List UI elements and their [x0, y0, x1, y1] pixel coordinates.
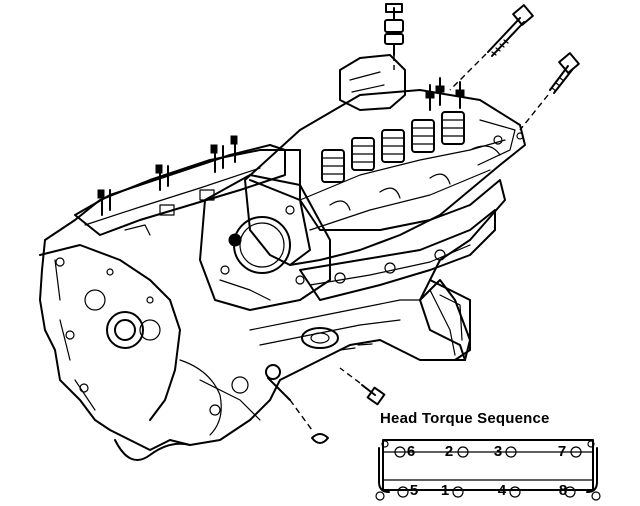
- torque-step-6: 6: [406, 443, 416, 460]
- head-bolt-2: [519, 52, 580, 131]
- head-gasket: [199, 174, 331, 311]
- torque-sequence-title: Head Torque Sequence: [380, 410, 550, 427]
- torque-step-3: 3: [493, 443, 503, 460]
- torque-step-2: 2: [444, 443, 454, 460]
- torque-step-8: 8: [558, 482, 568, 499]
- head-bolt-3: [339, 367, 386, 406]
- torque-step-5: 5: [409, 482, 419, 499]
- valve-springs: [321, 111, 465, 183]
- rocker-assembly: [339, 3, 406, 111]
- mount-bracket: [429, 279, 471, 361]
- engine-block: [39, 149, 506, 461]
- torque-sequence-diagram: [375, 439, 601, 501]
- torque-step-1: 1: [440, 482, 450, 499]
- left-cylinder-bank: [74, 135, 286, 236]
- right-cylinder-bank: [219, 209, 496, 301]
- drain-fitting: [265, 364, 329, 444]
- cylinder-head: [244, 77, 526, 266]
- torque-step-4: 4: [497, 482, 507, 499]
- head-bolt-1: [449, 4, 534, 91]
- torque-step-7: 7: [557, 443, 567, 460]
